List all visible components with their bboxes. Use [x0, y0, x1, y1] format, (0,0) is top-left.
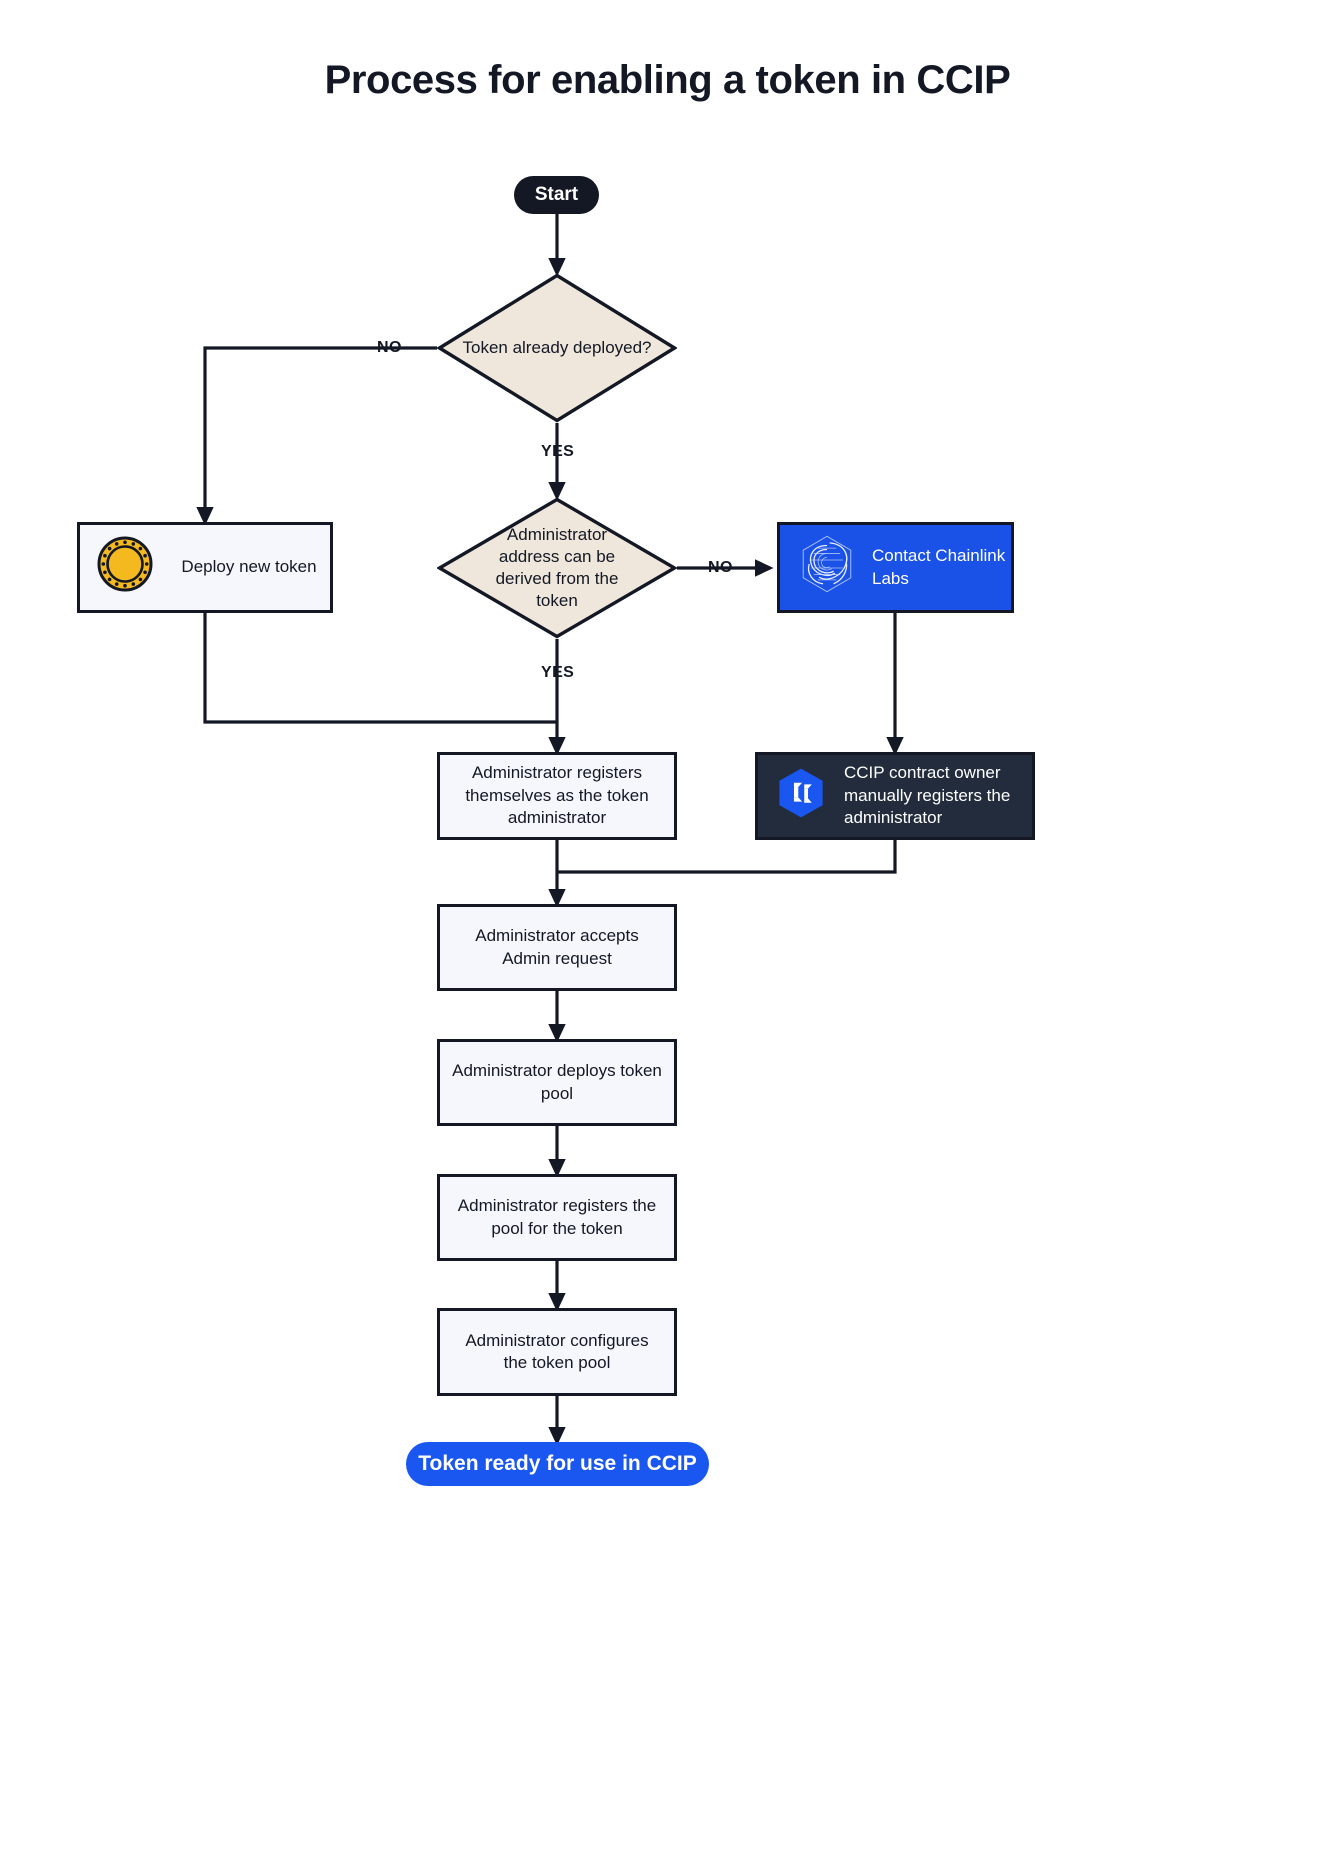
node-start-label: Start [534, 184, 579, 206]
page-title: Process for enabling a token in CCIP [324, 58, 1011, 102]
node-admin-configures-pool[interactable]: Administrator configures the token pool [437, 1308, 677, 1396]
gold-coin-icon [96, 535, 154, 599]
node-admin-registers-pool[interactable]: Administrator registers the pool for the… [437, 1174, 677, 1261]
node-admin-configures-pool-label: Administrator configures the token pool [465, 1330, 649, 1372]
node-deploy-new-token-label: Deploy new token [181, 557, 317, 577]
edge-label-deployed-no: NO [377, 339, 402, 356]
chainlink-logo-icon [794, 531, 860, 603]
node-admin-accepts-request-label: Administrator accepts Admin request [475, 926, 639, 968]
node-token-ready[interactable]: Token ready for use in CCIP [406, 1442, 709, 1486]
edge-decision1-no [196, 346, 437, 526]
node-token-ready-label: Token ready for use in CCIP [418, 1452, 697, 1476]
node-contact-chainlink-labs-label: Contact Chainlink Labs [872, 546, 1006, 588]
node-decision-token-deployed[interactable]: Token already deployed? [437, 273, 677, 423]
node-admin-registers-self-label: Administrator registers themselves as th… [465, 763, 649, 828]
edge-label-derived-yes: YES [541, 664, 575, 681]
diamond-shape [437, 273, 677, 423]
edge-label-deployed-yes: YES [541, 443, 575, 460]
node-admin-accepts-request[interactable]: Administrator accepts Admin request [437, 904, 677, 991]
edge-ccipowner-to-merge [557, 840, 897, 874]
node-contact-chainlink-labs[interactable]: Contact Chainlink Labs [777, 522, 1014, 613]
node-admin-deploys-pool[interactable]: Administrator deploys token pool [437, 1039, 677, 1126]
node-ccip-owner-registers[interactable]: CCIP contract owner manually registers t… [755, 752, 1035, 840]
node-ccip-owner-registers-label: CCIP contract owner manually registers t… [844, 763, 1011, 828]
node-start[interactable]: Start [514, 176, 599, 214]
node-admin-registers-pool-label: Administrator registers the pool for the… [457, 1196, 657, 1238]
edge-label-derived-no: NO [708, 559, 733, 576]
edge-deploy-to-merge [203, 613, 557, 724]
ccip-logo-icon [774, 766, 828, 826]
diamond-shape [437, 497, 677, 639]
node-deploy-new-token[interactable]: Deploy new token [77, 522, 333, 613]
node-admin-deploys-pool-label: Administrator deploys token pool [452, 1061, 662, 1103]
node-admin-registers-self[interactable]: Administrator registers themselves as th… [437, 752, 677, 840]
node-decision-admin-derived[interactable]: Administrator address can be derived fro… [437, 497, 677, 639]
